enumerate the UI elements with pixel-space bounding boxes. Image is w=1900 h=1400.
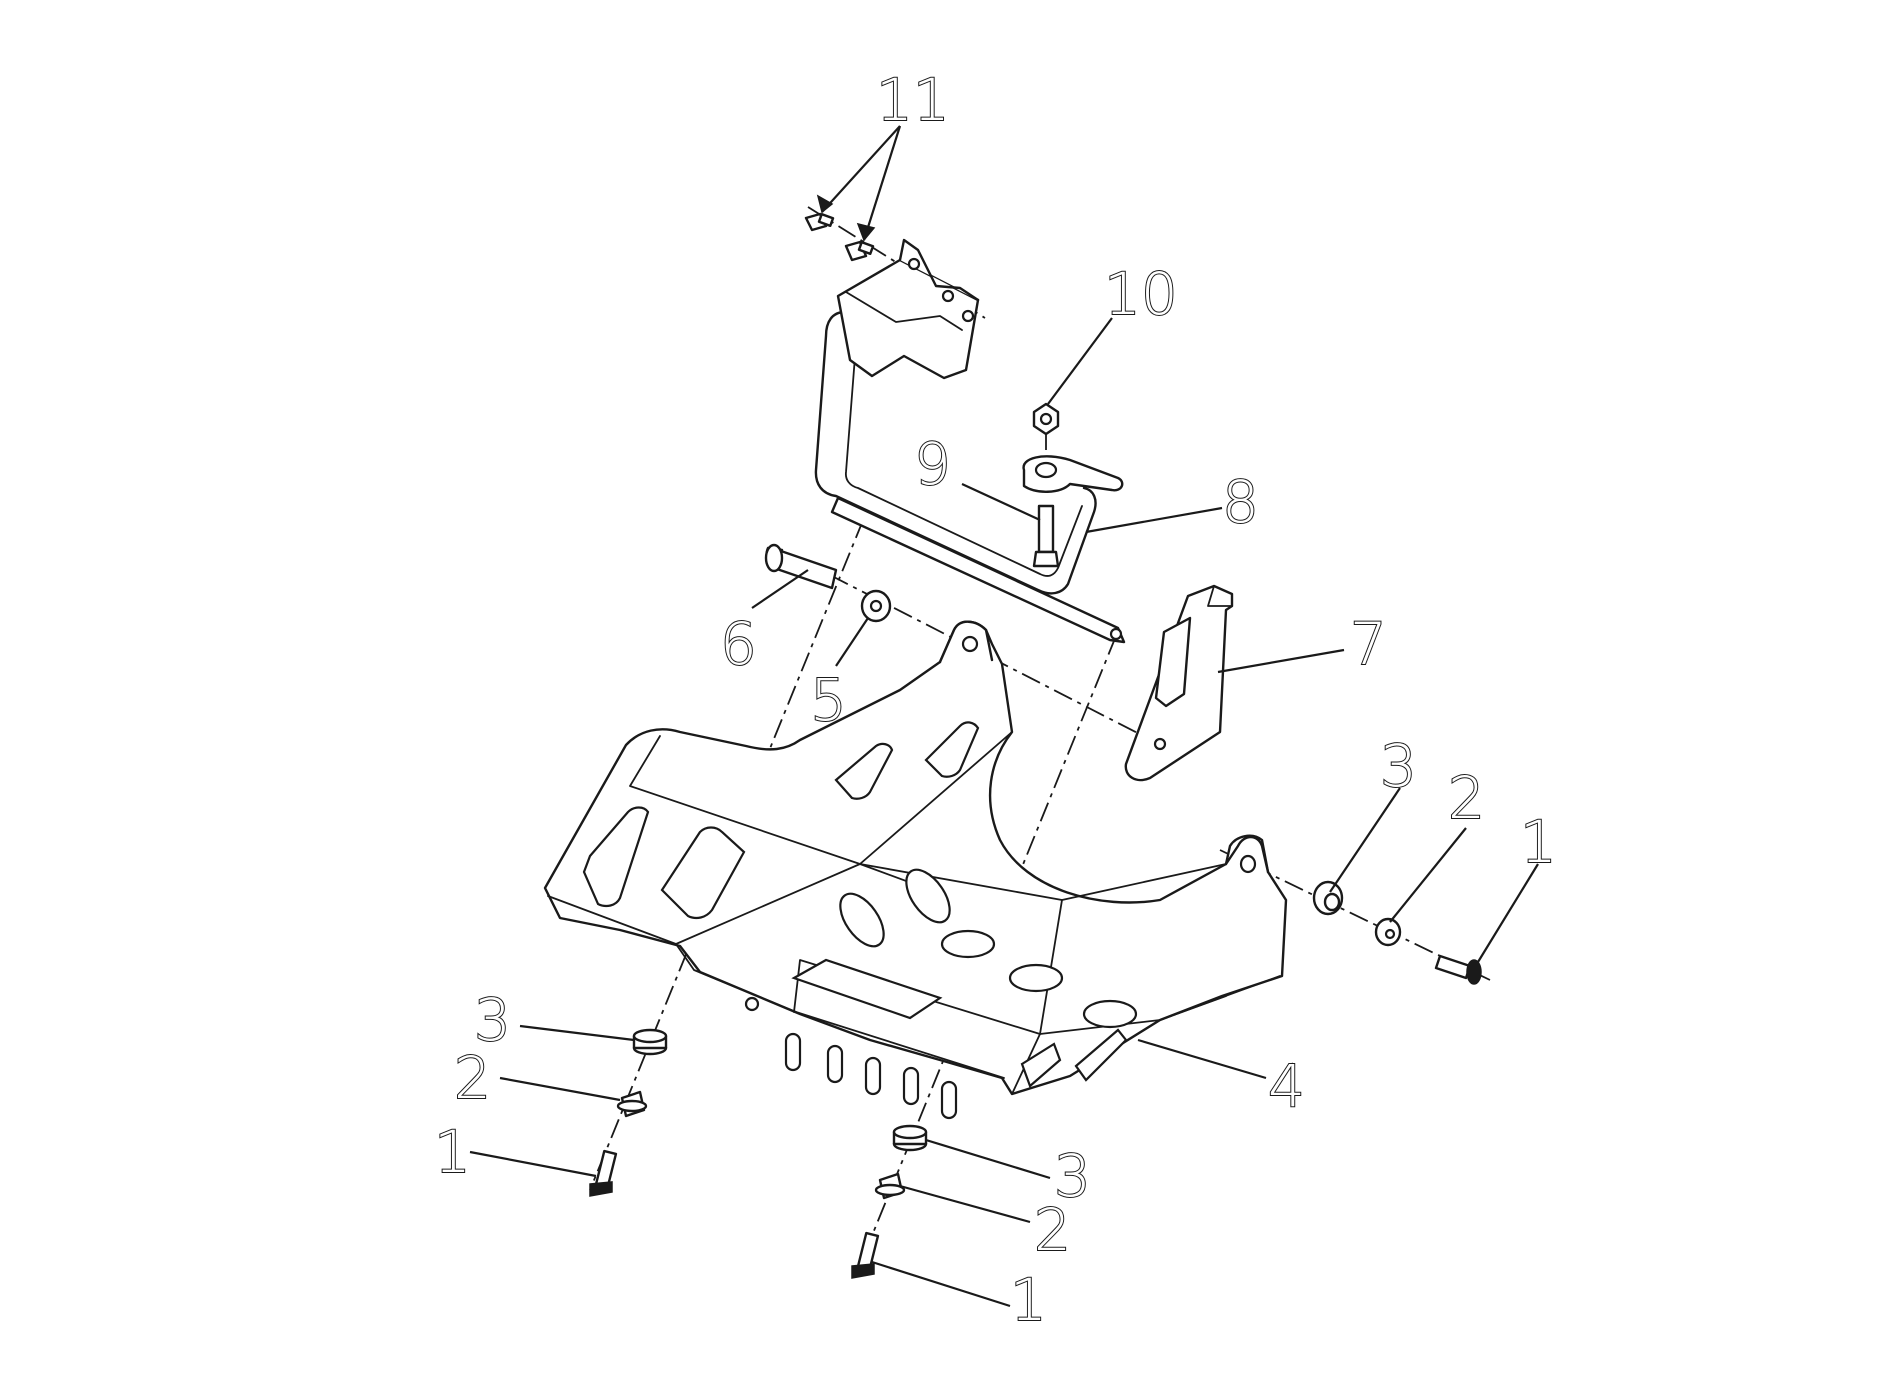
bolt-6 (764, 543, 838, 590)
callout-8: 8 (1222, 468, 1259, 536)
assembly-axes (589, 206, 1491, 1271)
callout-11: 11 (876, 66, 950, 134)
collar-2-left (616, 1090, 648, 1118)
rubber-grommet-3-middle (892, 1124, 928, 1152)
collar-2-right (1374, 917, 1402, 947)
callout-labels: 11 10 9 8 7 6 5 4 3 2 1 3 2 1 3 2 1 (433, 65, 1558, 1335)
side-bracket-7 (1124, 584, 1234, 782)
callout-7: 7 (1350, 610, 1387, 678)
callout-2-middle: 2 (1034, 1196, 1071, 1264)
axis-left-mount (589, 485, 878, 1191)
skid-plate-4 (543, 620, 1288, 1120)
callout-3-middle: 3 (1054, 1142, 1091, 1210)
callout-1-left: 1 (434, 1118, 471, 1186)
bolt-1-left (589, 1149, 618, 1197)
callout-3-right: 3 (1380, 732, 1417, 800)
arrow-11-right (856, 222, 876, 242)
tubular-bracket (814, 238, 1126, 644)
callout-1-middle: 1 (1010, 1266, 1047, 1334)
nut-10 (1032, 402, 1060, 436)
collar-2-middle (874, 1172, 906, 1200)
callout-2-right: 2 (1448, 764, 1485, 832)
callout-4: 4 (1268, 1052, 1305, 1120)
callout-6: 6 (720, 610, 757, 678)
bolt-11-right (844, 240, 875, 262)
leader-lines (469, 125, 1539, 1308)
callout-9: 9 (914, 430, 951, 498)
bolt-11-left (804, 212, 835, 232)
callout-3-left: 3 (474, 986, 511, 1054)
callout-1-right: 1 (1520, 808, 1557, 876)
callout-10: 10 (1104, 260, 1178, 328)
arrow-11-left (816, 194, 834, 214)
bolt-1-middle (851, 1231, 880, 1279)
washer-5 (860, 589, 892, 623)
bolt-9-plate (1022, 455, 1124, 568)
rubber-grommet-3-right (1312, 880, 1344, 916)
callout-2-left: 2 (454, 1044, 491, 1112)
rubber-grommet-3-left (632, 1028, 668, 1056)
callout-5: 5 (810, 666, 847, 734)
bolt-1-right (1434, 954, 1482, 985)
